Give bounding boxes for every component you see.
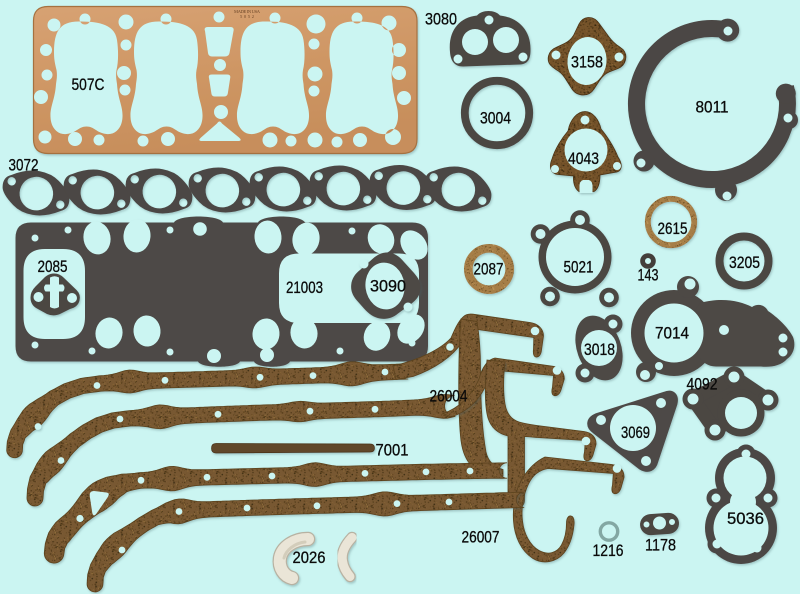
svg-text:3004: 3004 <box>480 110 511 128</box>
svg-text:3205: 3205 <box>729 254 760 272</box>
svg-text:MADE IN USA: MADE IN USA <box>234 9 261 14</box>
svg-text:5036: 5036 <box>727 510 764 528</box>
svg-text:3158: 3158 <box>571 54 603 72</box>
svg-text:5052: 5052 <box>240 14 254 19</box>
svg-text:5021: 5021 <box>564 259 594 277</box>
svg-text:7001: 7001 <box>376 442 409 460</box>
svg-text:26007: 26007 <box>462 529 500 547</box>
svg-text:3018: 3018 <box>584 341 615 359</box>
svg-text:2615: 2615 <box>658 220 688 238</box>
svg-text:3080: 3080 <box>425 11 457 29</box>
svg-text:1216: 1216 <box>593 542 624 560</box>
svg-text:4043: 4043 <box>568 150 599 168</box>
svg-text:4092: 4092 <box>687 376 718 394</box>
svg-text:26004: 26004 <box>430 388 468 406</box>
svg-text:3090: 3090 <box>370 278 406 296</box>
svg-text:21003: 21003 <box>286 279 323 297</box>
svg-text:3069: 3069 <box>621 424 650 442</box>
svg-text:1178: 1178 <box>645 537 676 555</box>
svg-text:2085: 2085 <box>38 258 68 276</box>
svg-text:2087: 2087 <box>474 261 504 279</box>
svg-text:8011: 8011 <box>696 99 729 117</box>
svg-text:3072: 3072 <box>9 157 39 175</box>
svg-text:507C: 507C <box>72 76 105 94</box>
svg-text:7014: 7014 <box>655 325 689 343</box>
svg-text:2026: 2026 <box>293 549 326 567</box>
svg-text:143: 143 <box>638 267 659 285</box>
